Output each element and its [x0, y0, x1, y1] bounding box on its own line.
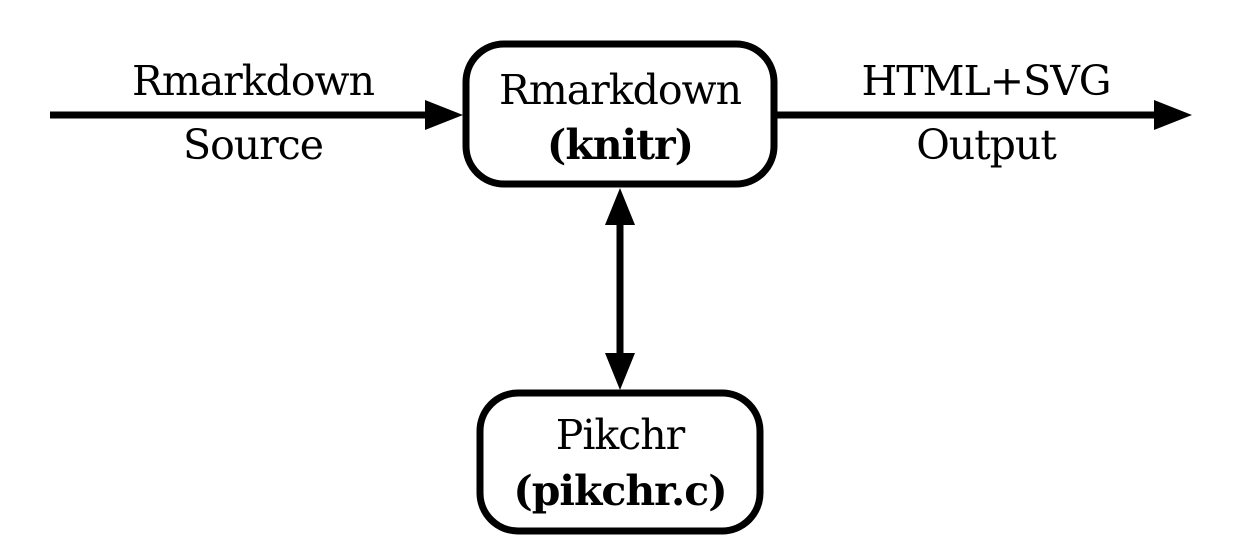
- output-arrow: [776, 100, 1192, 130]
- input-arrowhead-icon: [425, 100, 463, 130]
- pikchr-box-line2: (pikchr.c): [513, 467, 726, 515]
- bidirectional-arrow: [605, 188, 635, 390]
- up-arrowhead-icon: [605, 188, 635, 225]
- pikchr-box: [476, 389, 764, 535]
- input-arrow-label-bottom: Source: [183, 121, 323, 169]
- output-arrow-label-bottom: Output: [916, 121, 1057, 169]
- output-arrow-label-top: HTML+SVG: [861, 57, 1110, 105]
- input-arrow-label-top: Rmarkdown: [132, 57, 375, 105]
- down-arrowhead-icon: [605, 353, 635, 390]
- knitr-box-line1: Rmarkdown: [499, 66, 742, 114]
- output-arrowhead-icon: [1154, 100, 1192, 130]
- knitr-box-line2: (knitr): [547, 121, 693, 169]
- input-arrow: [50, 100, 463, 130]
- knitr-box: [462, 40, 778, 188]
- pikchr-box-line1: Pikchr: [556, 411, 686, 459]
